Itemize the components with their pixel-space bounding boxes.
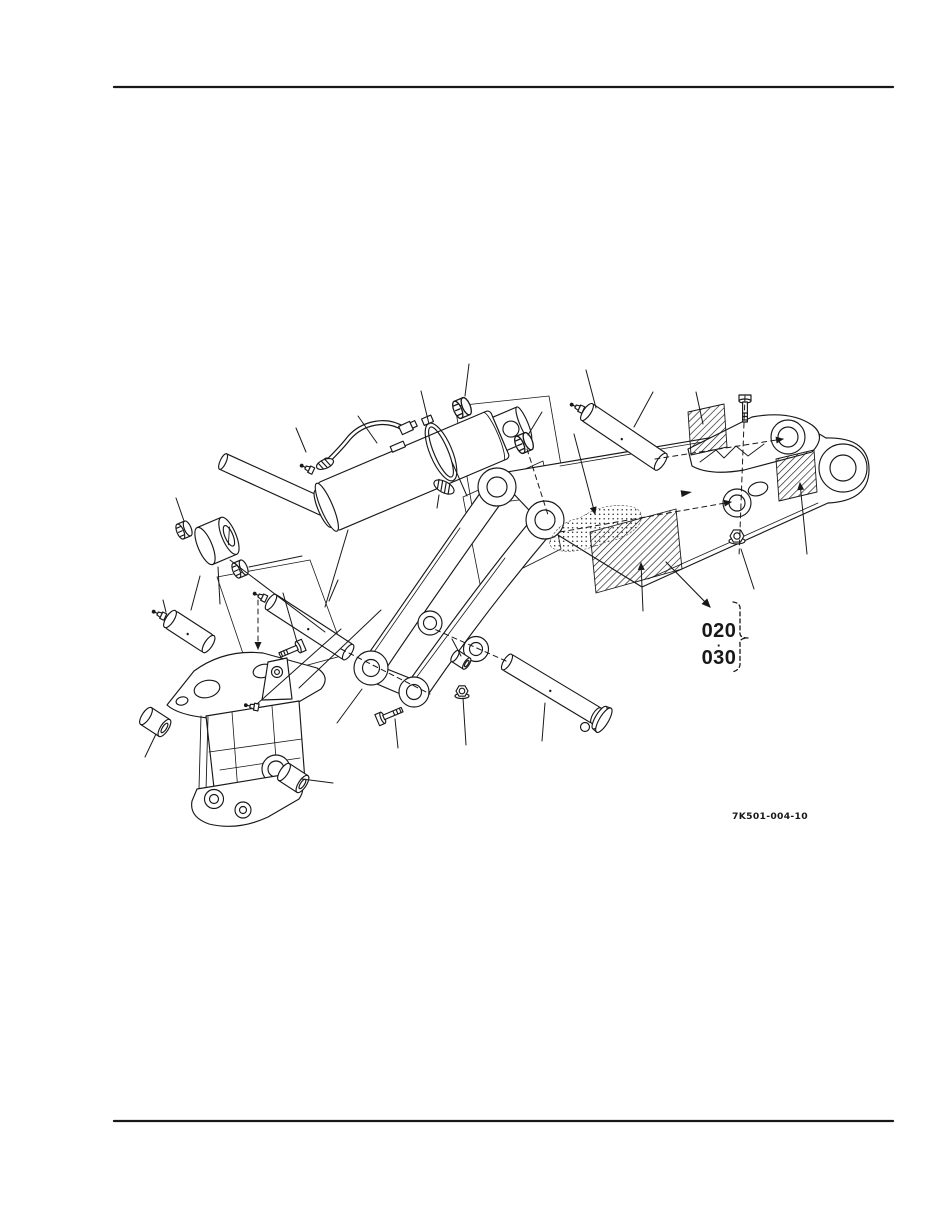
boom-tip-ring [770,419,806,455]
rod-bushing [194,516,240,566]
bracket-bolt [278,638,307,658]
swing-bracket-drawing [139,607,326,827]
foot-bushing [450,649,472,670]
assembly-arrow [680,490,692,498]
boom-decal-hatch-1 [687,403,728,456]
boom-decal-hatch-2 [775,449,818,502]
ref-label-bottom: 030 [702,647,737,669]
grease-fitting-cylinder [297,461,316,475]
label-leader-arrow [665,561,711,608]
assembly-dashed-lines [254,395,784,695]
pipe-elbow [398,420,418,436]
foot-bolt [374,706,404,727]
spring-washer-2 [433,478,455,495]
ref-label-bracket [731,601,749,673]
pin-boom-bottom [500,653,613,733]
spring-washer-1 [315,457,335,471]
grease-fitting-bracket-pin [149,607,168,621]
boom-cylinder-drawing [173,395,537,580]
foot-nut [454,685,470,700]
slotted-nut-3 [449,395,475,421]
ref-label-separator: · [717,638,721,653]
boom-bolt-boss [722,488,752,518]
ref-label-group: 020 · 030 [665,561,749,673]
bracket-bushing-1 [139,706,172,738]
boom-stipple-patch [549,505,642,552]
slotted-nut-1 [173,519,195,541]
drawing-code: 7K501-004-10 [732,811,808,822]
boom-eye [818,443,868,493]
tip-flange-nut [728,529,746,545]
snap-ring [579,721,591,733]
leader-lines [144,363,808,784]
ref-label-top: 020 [702,620,737,642]
bracket-pin [163,609,216,654]
